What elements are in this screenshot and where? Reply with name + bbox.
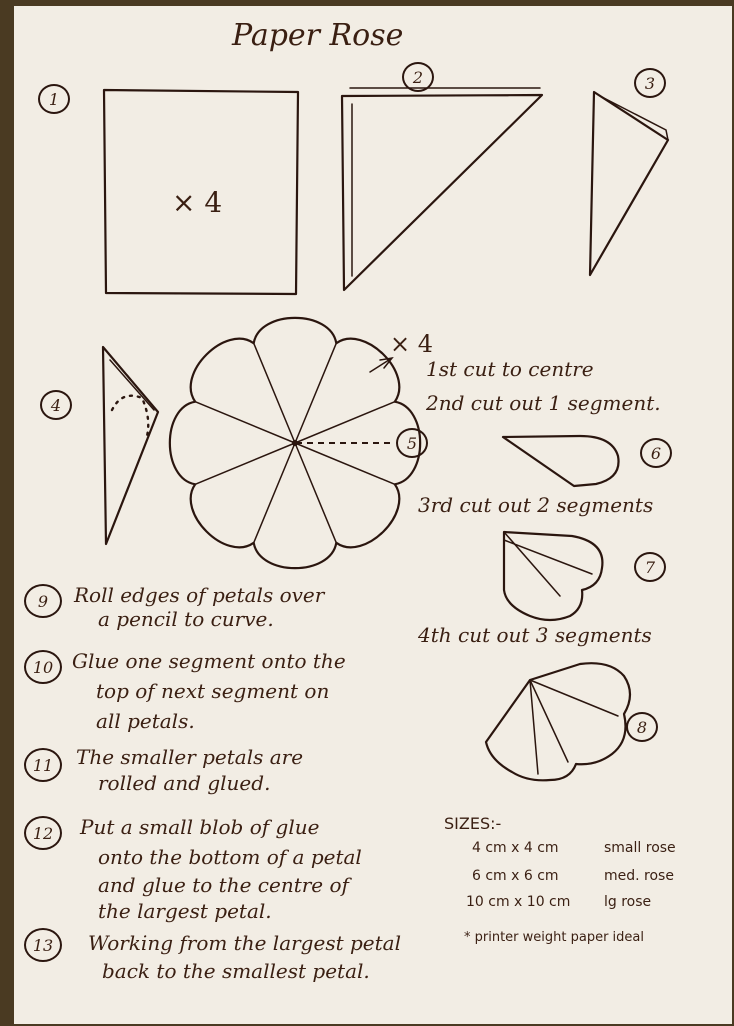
flower-cut-shape: [168, 316, 422, 570]
step2-triangle-drawing: [340, 87, 544, 292]
flower-segment-line: [294, 442, 338, 544]
step-number-9: 9: [24, 584, 62, 618]
step6-cone-drawing: [501, 434, 620, 488]
instruction-10-line-2: top of next segment on: [96, 679, 330, 703]
step7-cone-drawing: [502, 530, 604, 622]
instruction-12-line-4: the largest petal.: [98, 899, 272, 923]
cut-1-text: 1st cut to centre: [426, 357, 594, 381]
step-number-1: 1: [38, 84, 70, 114]
flower-segment-line: [294, 442, 396, 486]
step-number-11: 11: [24, 748, 62, 782]
page-title: Paper Rose: [232, 18, 404, 53]
size-row-1-dims: 4 cm x 4 cm: [472, 840, 559, 856]
times-four-square-label: × 4: [172, 186, 223, 219]
paper-sheet: [14, 6, 732, 1024]
size-row-3-dims: 10 cm x 10 cm: [466, 894, 571, 910]
instruction-12-line-1: Put a small blob of glue: [80, 815, 320, 839]
flower-segment-line: [194, 442, 296, 486]
sizes-heading: SIZES:-: [444, 814, 502, 833]
step-number-6: 6: [640, 438, 672, 468]
sizes-note: * printer weight paper ideal: [464, 930, 645, 945]
cut-2-text: 2nd cut out 1 segment.: [426, 391, 661, 415]
step-number-7: 7: [634, 552, 666, 582]
size-row-1-name: small rose: [604, 840, 676, 856]
step8-cone-drawing: [484, 662, 632, 782]
instruction-9-line-1: Roll edges of petals over: [74, 583, 325, 607]
instruction-13-line-1: Working from the largest petal: [88, 931, 401, 955]
times-four-flower-label: × 4: [390, 330, 434, 358]
instruction-12-line-3: and glue to the centre of: [98, 873, 349, 897]
step-number-5: 5: [396, 428, 428, 458]
size-row-3-name: lg rose: [604, 894, 652, 910]
instruction-9-line-2: a pencil to curve.: [98, 607, 274, 631]
flower-centre-dot: [292, 440, 298, 446]
step1-square-drawing: [102, 88, 300, 296]
cut-4-text: 4th cut out 3 segments: [418, 623, 652, 647]
step4-fold-drawing: [101, 345, 160, 546]
flower-segment-line: [294, 342, 338, 444]
instruction-11-line-2: rolled and glued.: [98, 771, 271, 795]
instruction-10-line-3: all petals.: [96, 709, 195, 733]
step3-fold-drawing: [588, 90, 670, 277]
step-number-10: 10: [24, 650, 62, 684]
flower-segment-line: [194, 400, 296, 444]
step-number-2: 2: [402, 62, 434, 92]
flower-segment-line: [252, 342, 296, 444]
step-number-4: 4: [40, 390, 72, 420]
step-number-3: 3: [634, 68, 666, 98]
instruction-11-line-1: The smaller petals are: [76, 745, 304, 769]
step-number-12: 12: [24, 816, 62, 850]
instruction-10-line-1: Glue one segment onto the: [72, 649, 346, 673]
flower-segment-line: [294, 400, 396, 444]
size-row-2-name: med. rose: [604, 868, 674, 884]
step-number-13: 13: [24, 928, 62, 962]
step-number-8: 8: [626, 712, 658, 742]
instruction-13-line-2: back to the smallest petal.: [102, 959, 370, 983]
flower-segment-line: [252, 442, 296, 544]
size-row-2-dims: 6 cm x 6 cm: [472, 868, 559, 884]
instruction-12-line-2: onto the bottom of a petal: [98, 845, 362, 869]
cut-3-text: 3rd cut out 2 segments: [418, 493, 654, 517]
